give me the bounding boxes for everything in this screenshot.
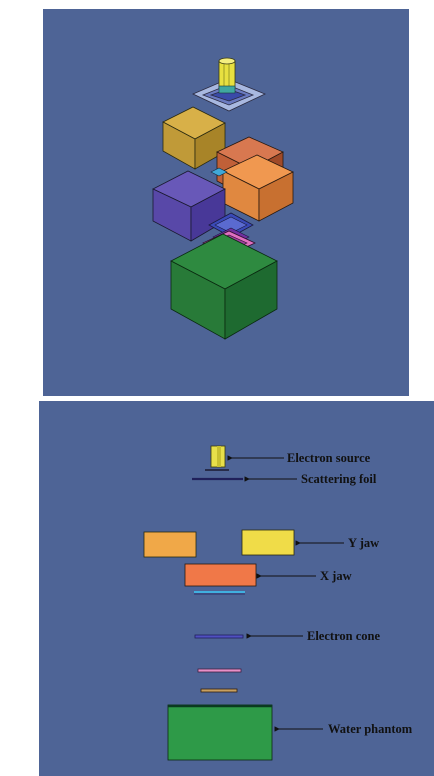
side-view-panel: Electron source Scattering foil Y jaw X … [39,401,434,776]
label-y-jaw: Y jaw [348,536,380,550]
label-x-jaw: X jaw [320,569,352,583]
cone-insert-pink [197,668,242,673]
electron-cone-shape [194,634,244,639]
iso-x-jaw-left [152,170,226,242]
label-electron-source: Electron source [287,451,371,465]
y-jaw-left-shape [143,531,197,558]
y-jaw-right-shape [241,529,295,556]
label-water-phantom: Water phantom [328,722,413,736]
label-scattering-foil: Scattering foil [301,472,377,486]
cone-insert-tan [200,688,238,693]
iso-y-jaw-left [162,106,226,170]
x-jaw-shape [184,563,257,587]
side-view-geometry [143,445,344,761]
iso-electron-source [192,57,266,112]
label-electron-cone: Electron cone [307,629,381,643]
isometric-geometry [152,57,294,340]
electron-source-shape [205,445,229,471]
water-phantom-shape [167,704,273,761]
isometric-view-panel [43,9,409,396]
iso-water-phantom [170,233,278,340]
